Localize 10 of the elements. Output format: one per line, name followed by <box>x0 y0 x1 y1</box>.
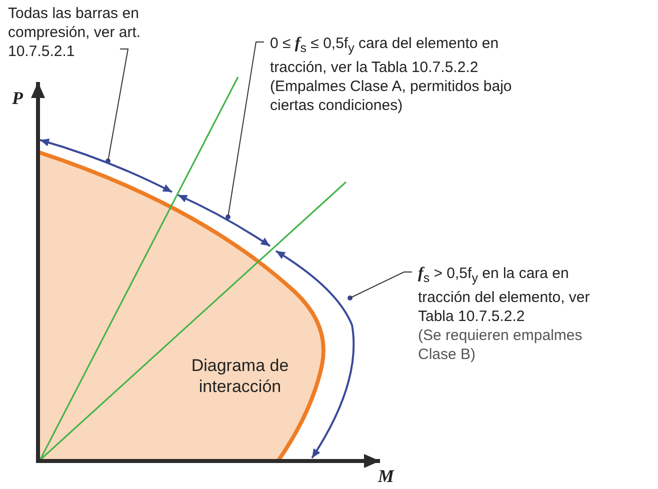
leader-line <box>228 42 264 218</box>
axis-label: M <box>378 466 394 487</box>
leader-line <box>108 48 129 162</box>
callout-text: (Se requieren empalmes Clase B) <box>418 326 584 364</box>
region-label: Diagrama de interacción <box>190 355 290 397</box>
callout-text: 0 ≤ f$_{s}$ ≤ 0,5f$_{y}$ cara del elemento en tracción, ver la Tabla 10.7.5.2.2 (Empalmes Clase A, permitidos bajo ciertas condiciones) <box>270 34 513 115</box>
axis-label: P <box>12 88 23 109</box>
callout-text: f$_{s}$ > 0,5f$_{y}$ en la cara en tracción del elemento, ver Tabla 10.7.5.2.2 <box>418 264 591 326</box>
callout-text: Todas las barras en compresión, ver art. 10.7.5.2.1 <box>8 4 142 61</box>
leader-line <box>350 272 412 298</box>
